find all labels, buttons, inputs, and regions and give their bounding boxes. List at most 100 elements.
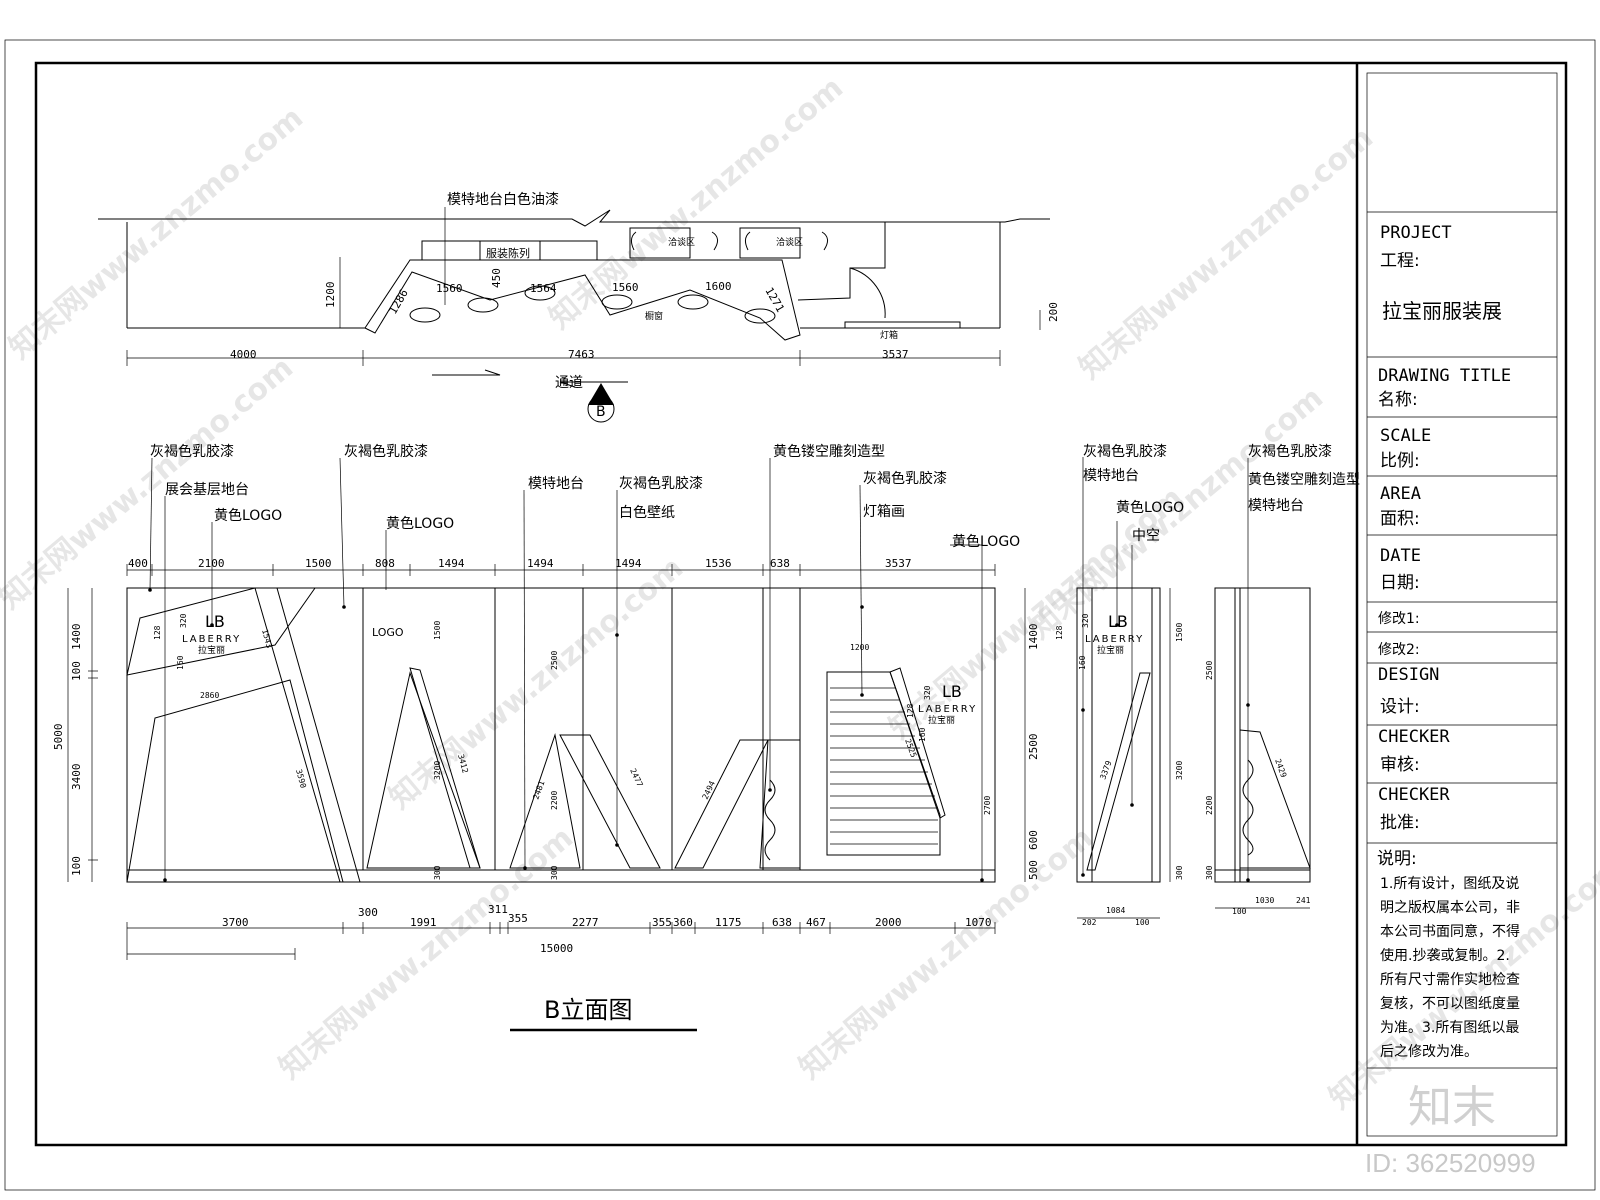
project-name: 拉宝丽服装展: [1382, 299, 1502, 323]
svg-text:LABERRY: LABERRY: [918, 704, 977, 715]
dim: 355: [508, 912, 528, 925]
callout: 灰褐色乳胶漆: [1248, 443, 1332, 460]
svg-text:使用.抄袭或复制。2.: 使用.抄袭或复制。2.: [1380, 947, 1510, 964]
watermark: 知末网www.znzmo.com: [3, 100, 310, 366]
callout: 模特地台: [1248, 498, 1304, 514]
svg-text:审核:: 审核:: [1380, 755, 1420, 775]
dim: 638: [772, 916, 792, 929]
svg-text:面积:: 面积:: [1380, 509, 1420, 529]
svg-text:1030: 1030: [1255, 896, 1274, 905]
callout: 黄色镂空雕刻造型: [1248, 471, 1360, 488]
svg-text:300: 300: [550, 865, 559, 880]
svg-text:DRAWING TITLE: DRAWING TITLE: [1378, 366, 1511, 386]
dim: 2277: [572, 916, 599, 929]
svg-text:2700: 2700: [983, 796, 992, 815]
svg-text:展会基层地台: 展会基层地台: [165, 481, 249, 498]
dim: 1400: [70, 624, 83, 651]
svg-text:灰褐色乳胶漆: 灰褐色乳胶漆: [619, 475, 703, 492]
dim: 3400: [70, 764, 83, 791]
dim: 100: [70, 661, 83, 681]
dim: 638: [770, 557, 790, 570]
svg-text:2200: 2200: [550, 791, 559, 810]
dim: 1536: [705, 557, 732, 570]
svg-text:说明:: 说明:: [1377, 849, 1417, 869]
brand-logo: LB LABERRY 拉宝丽 LB LABERRY 拉宝丽: [182, 612, 977, 726]
svg-text:黄色LOGO: 黄色LOGO: [952, 533, 1020, 550]
svg-text:300: 300: [1175, 865, 1184, 880]
svg-text:160: 160: [918, 727, 927, 742]
svg-text:SCALE: SCALE: [1380, 426, 1431, 446]
watermark: 知末网www.znzmo.com: [1073, 120, 1380, 386]
dim: 1494: [527, 557, 554, 570]
svg-text:2500: 2500: [1205, 661, 1214, 680]
plan-dim: 1564: [530, 282, 557, 295]
svg-text:128: 128: [906, 703, 915, 718]
side-elevation-2: 灰褐色乳胶漆 黄色镂空雕刻造型 模特地台 2500 2200 2429 300 …: [1205, 443, 1360, 916]
svg-text:320: 320: [923, 685, 932, 700]
dim: 1991: [410, 916, 437, 929]
plan-note: 模特地台白色油漆: [447, 191, 559, 208]
callout: 中空: [1132, 528, 1160, 544]
plan-dim: 450: [490, 268, 503, 288]
svg-text:2500: 2500: [550, 651, 559, 670]
rack-label: 服装陈列: [486, 246, 530, 260]
dim: 311: [488, 903, 508, 916]
dim: 1070: [965, 916, 992, 929]
svg-text:拉宝丽: 拉宝丽: [928, 714, 955, 726]
dim: 467: [806, 916, 826, 929]
svg-text:工程:: 工程:: [1380, 251, 1420, 271]
svg-text:2860: 2860: [200, 691, 219, 700]
dim: 600: [1027, 830, 1040, 850]
image-id: ID: 362520999: [1365, 1148, 1536, 1178]
svg-text:拉宝丽: 拉宝丽: [198, 644, 225, 656]
svg-text:批准:: 批准:: [1380, 813, 1420, 833]
svg-text:3200: 3200: [433, 761, 442, 780]
title-block: PROJECT 工程: 拉宝丽服装展 DRAWING TITLE 名称: SCA…: [1366, 72, 1558, 1137]
watermark: 知末网www.znzmo.com: [793, 820, 1100, 1086]
dim: 355: [652, 916, 672, 929]
plan-dim: 1560: [436, 282, 463, 295]
svg-text:灰褐色乳胶漆: 灰褐色乳胶漆: [863, 470, 947, 487]
svg-text:DATE: DATE: [1380, 546, 1421, 566]
svg-text:2481: 2481: [531, 779, 546, 800]
svg-text:所有尺寸需作实地检查: 所有尺寸需作实地检查: [1380, 972, 1520, 988]
svg-text:LB: LB: [1108, 612, 1128, 631]
svg-text:拉宝丽: 拉宝丽: [1097, 644, 1124, 656]
svg-text:LB: LB: [205, 612, 225, 631]
dim-total: 15000: [540, 942, 573, 955]
dim: 1500: [305, 557, 332, 570]
svg-text:名称:: 名称:: [1378, 390, 1418, 410]
brand-watermark-logo: 知末: [1408, 1082, 1496, 1133]
drawing-caption: B立面图: [544, 996, 632, 1024]
svg-text:1500: 1500: [1175, 623, 1184, 642]
dim: 3700: [222, 916, 249, 929]
svg-text:128: 128: [153, 625, 162, 640]
svg-text:为准。3.所有图纸以最: 为准。3.所有图纸以最: [1380, 1020, 1519, 1036]
svg-text:1543: 1543: [260, 628, 274, 649]
svg-text:320: 320: [179, 613, 188, 628]
logo-text: LOGO: [372, 626, 404, 639]
svg-text:后之修改为准。: 后之修改为准。: [1380, 1044, 1478, 1060]
watermark: 知末网www.znzmo.com: [273, 820, 580, 1086]
dim: 808: [375, 557, 395, 570]
svg-text:黄色LOGO: 黄色LOGO: [386, 515, 454, 532]
svg-text:2200: 2200: [1205, 796, 1214, 815]
svg-text:100: 100: [1232, 907, 1247, 916]
dim: 2100: [198, 557, 225, 570]
plan-dim: 7463: [568, 348, 595, 361]
dim: 1175: [715, 916, 742, 929]
dim: 3537: [885, 557, 912, 570]
callout: 灰褐色乳胶漆: [1083, 443, 1167, 460]
main-elevation: LB LABERRY 拉宝丽 LB LABERRY 拉宝丽 LOGO 灰褐色乳胶…: [52, 443, 1040, 960]
svg-text:模特地台: 模特地台: [528, 476, 584, 492]
floor-plan: 服装陈列 洽谈区 洽谈区 灯箱 模特地台白色油漆 橱窗 1286 1560 45…: [98, 191, 1060, 423]
sheet-border: [4, 39, 1596, 1191]
dim: 2000: [875, 916, 902, 929]
svg-text:2429: 2429: [1273, 758, 1288, 779]
svg-text:修改1:: 修改1:: [1378, 611, 1420, 627]
svg-text:复核，不可以图纸度量: 复核，不可以图纸度量: [1380, 995, 1520, 1012]
side-elevation-1: LB LABERRY 拉宝丽 灰褐色乳胶漆 模特地台 黄色LOGO 中空 320…: [1055, 443, 1184, 927]
dim: 1400: [1027, 624, 1040, 651]
dim: 400: [128, 557, 148, 570]
dim: 100: [70, 856, 83, 876]
